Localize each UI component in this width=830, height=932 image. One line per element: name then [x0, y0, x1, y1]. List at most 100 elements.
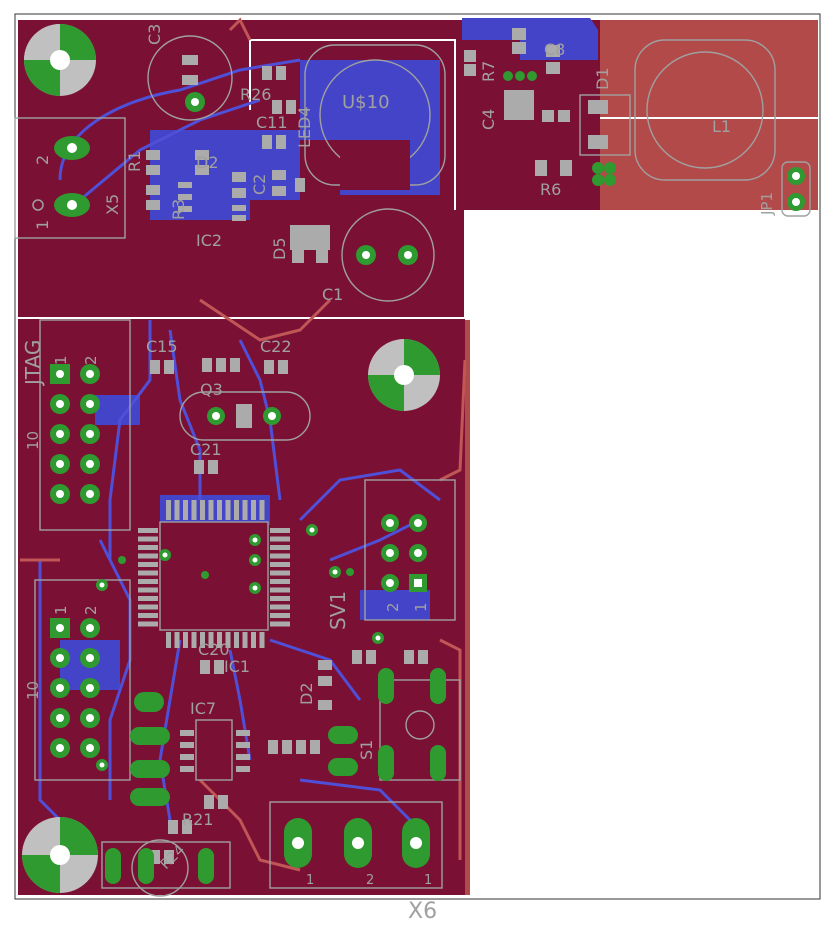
ic1-pin-left — [138, 596, 158, 601]
inductor-u10 — [304, 44, 446, 190]
ic1-pin-top — [242, 500, 248, 520]
ic1-pin-left — [138, 570, 158, 576]
sv1-label: SV1 — [326, 591, 350, 630]
u10-label: U$10 — [342, 92, 390, 113]
smd-parts-mid — [150, 358, 288, 474]
c8-label: C8 — [544, 40, 565, 59]
ic1-pin-left — [138, 621, 158, 627]
connector-x5 — [14, 117, 126, 239]
ic1-mcu — [138, 500, 290, 648]
ic1-pin-top — [183, 500, 188, 520]
jp1-label: JP1 — [758, 192, 776, 216]
ic1-pin-right — [270, 596, 290, 601]
sv2-pin1: 1 — [52, 605, 70, 615]
ic7-chip — [195, 719, 233, 781]
ic1-pin-right — [270, 604, 290, 610]
mounting-hole-bl — [22, 817, 98, 893]
sv2-header — [34, 579, 131, 781]
c21-label: C21 — [190, 440, 222, 459]
ic1-pin-top — [225, 500, 231, 520]
r3-label: R3 — [169, 199, 188, 220]
r26-label: R26 — [240, 85, 271, 104]
ic1-pin-top — [200, 500, 205, 520]
ic1-pin-right — [270, 562, 290, 567]
d2b-label: D2 — [297, 683, 316, 706]
sv1-pin2: 2 — [384, 602, 402, 612]
c11-label: C11 — [256, 113, 288, 132]
x6-pin3: 1 — [424, 873, 432, 888]
jtag-drill — [86, 370, 94, 378]
ic1-pin-left — [138, 528, 158, 533]
r6-label: R6 — [540, 180, 561, 199]
jtag-drill — [56, 370, 64, 378]
sv2-drill — [56, 684, 64, 692]
c4-label: C4 — [479, 109, 498, 130]
ic1-pin-top — [191, 500, 197, 520]
ic7-label: IC7 — [190, 699, 216, 718]
vias — [96, 524, 384, 771]
c22-label: C22 — [260, 337, 292, 356]
ic1-pin-right — [270, 579, 290, 584]
jtag-drill — [86, 460, 94, 468]
ic1-pin-top — [174, 500, 180, 520]
c2-label: C2 — [250, 174, 269, 195]
inductor-l1 — [634, 39, 776, 181]
ic1-pin-right — [270, 613, 290, 618]
ic1-pin-top — [259, 500, 265, 520]
crystal-q3 — [179, 391, 311, 441]
sv1-pin1: 1 — [412, 602, 430, 612]
ic1-pin-left — [138, 604, 158, 610]
ic2-label: IC2 — [196, 231, 222, 250]
ic1-pin-left — [138, 553, 158, 559]
sv2-drill — [86, 714, 94, 722]
sv2-pin2: 2 — [82, 605, 100, 615]
d2-label: D2 — [196, 153, 219, 172]
led4-label: LED4 — [295, 106, 314, 148]
ic1-pin-bottom — [242, 632, 248, 648]
jtag-pin1: 1 — [52, 355, 70, 365]
c3-label: C3 — [145, 24, 164, 45]
r1-label: R1 — [125, 151, 144, 172]
mounting-hole-mid — [368, 339, 440, 411]
jtag-pin10: 10 — [24, 431, 42, 450]
sv1-header — [364, 479, 456, 621]
sv2-drill — [86, 654, 94, 662]
ic1-pin-right — [270, 545, 290, 550]
ic1-pin-left — [138, 613, 158, 618]
ic1-pin-bottom — [251, 632, 256, 648]
ic1-pin-right — [270, 621, 290, 627]
x5-label: X5 — [103, 194, 122, 215]
r7-label: R7 — [479, 61, 498, 82]
ic1-label: IC1 — [224, 657, 250, 676]
jtag-header — [39, 319, 131, 531]
ic1-pin-bottom — [174, 632, 180, 648]
sv2-drill — [86, 744, 94, 752]
c15-label: C15 — [146, 337, 178, 356]
jtag-drill — [56, 430, 64, 438]
ic1-pin-bottom — [200, 632, 205, 648]
sv2-drill — [86, 624, 94, 632]
ic1-pin-bottom — [191, 632, 197, 648]
d1-diode — [579, 94, 631, 156]
sv2-drill — [56, 654, 64, 662]
smd-parts-upper — [146, 28, 608, 263]
ic1-pin-bottom — [183, 632, 188, 648]
sv2-drill — [56, 714, 64, 722]
ic1-pin-top — [234, 500, 239, 520]
smd-parts-lower — [150, 650, 428, 864]
ic1-pin-bottom — [259, 632, 265, 648]
ic1-pin-right — [270, 528, 290, 533]
c20-label: C20 — [198, 640, 230, 659]
jtag-label: JTAG — [21, 340, 45, 387]
l1-label: L1 — [712, 117, 731, 136]
cap-c3 — [147, 35, 233, 121]
jtag-drill — [56, 460, 64, 468]
connector-x6 — [269, 801, 443, 889]
jtag-pin2: 2 — [82, 355, 100, 365]
jtag-drill — [56, 400, 64, 408]
cap-c1 — [341, 208, 435, 302]
x6-pin2: 2 — [366, 873, 374, 888]
sv2-drill — [86, 684, 94, 692]
ic1-pin-top — [208, 500, 214, 520]
